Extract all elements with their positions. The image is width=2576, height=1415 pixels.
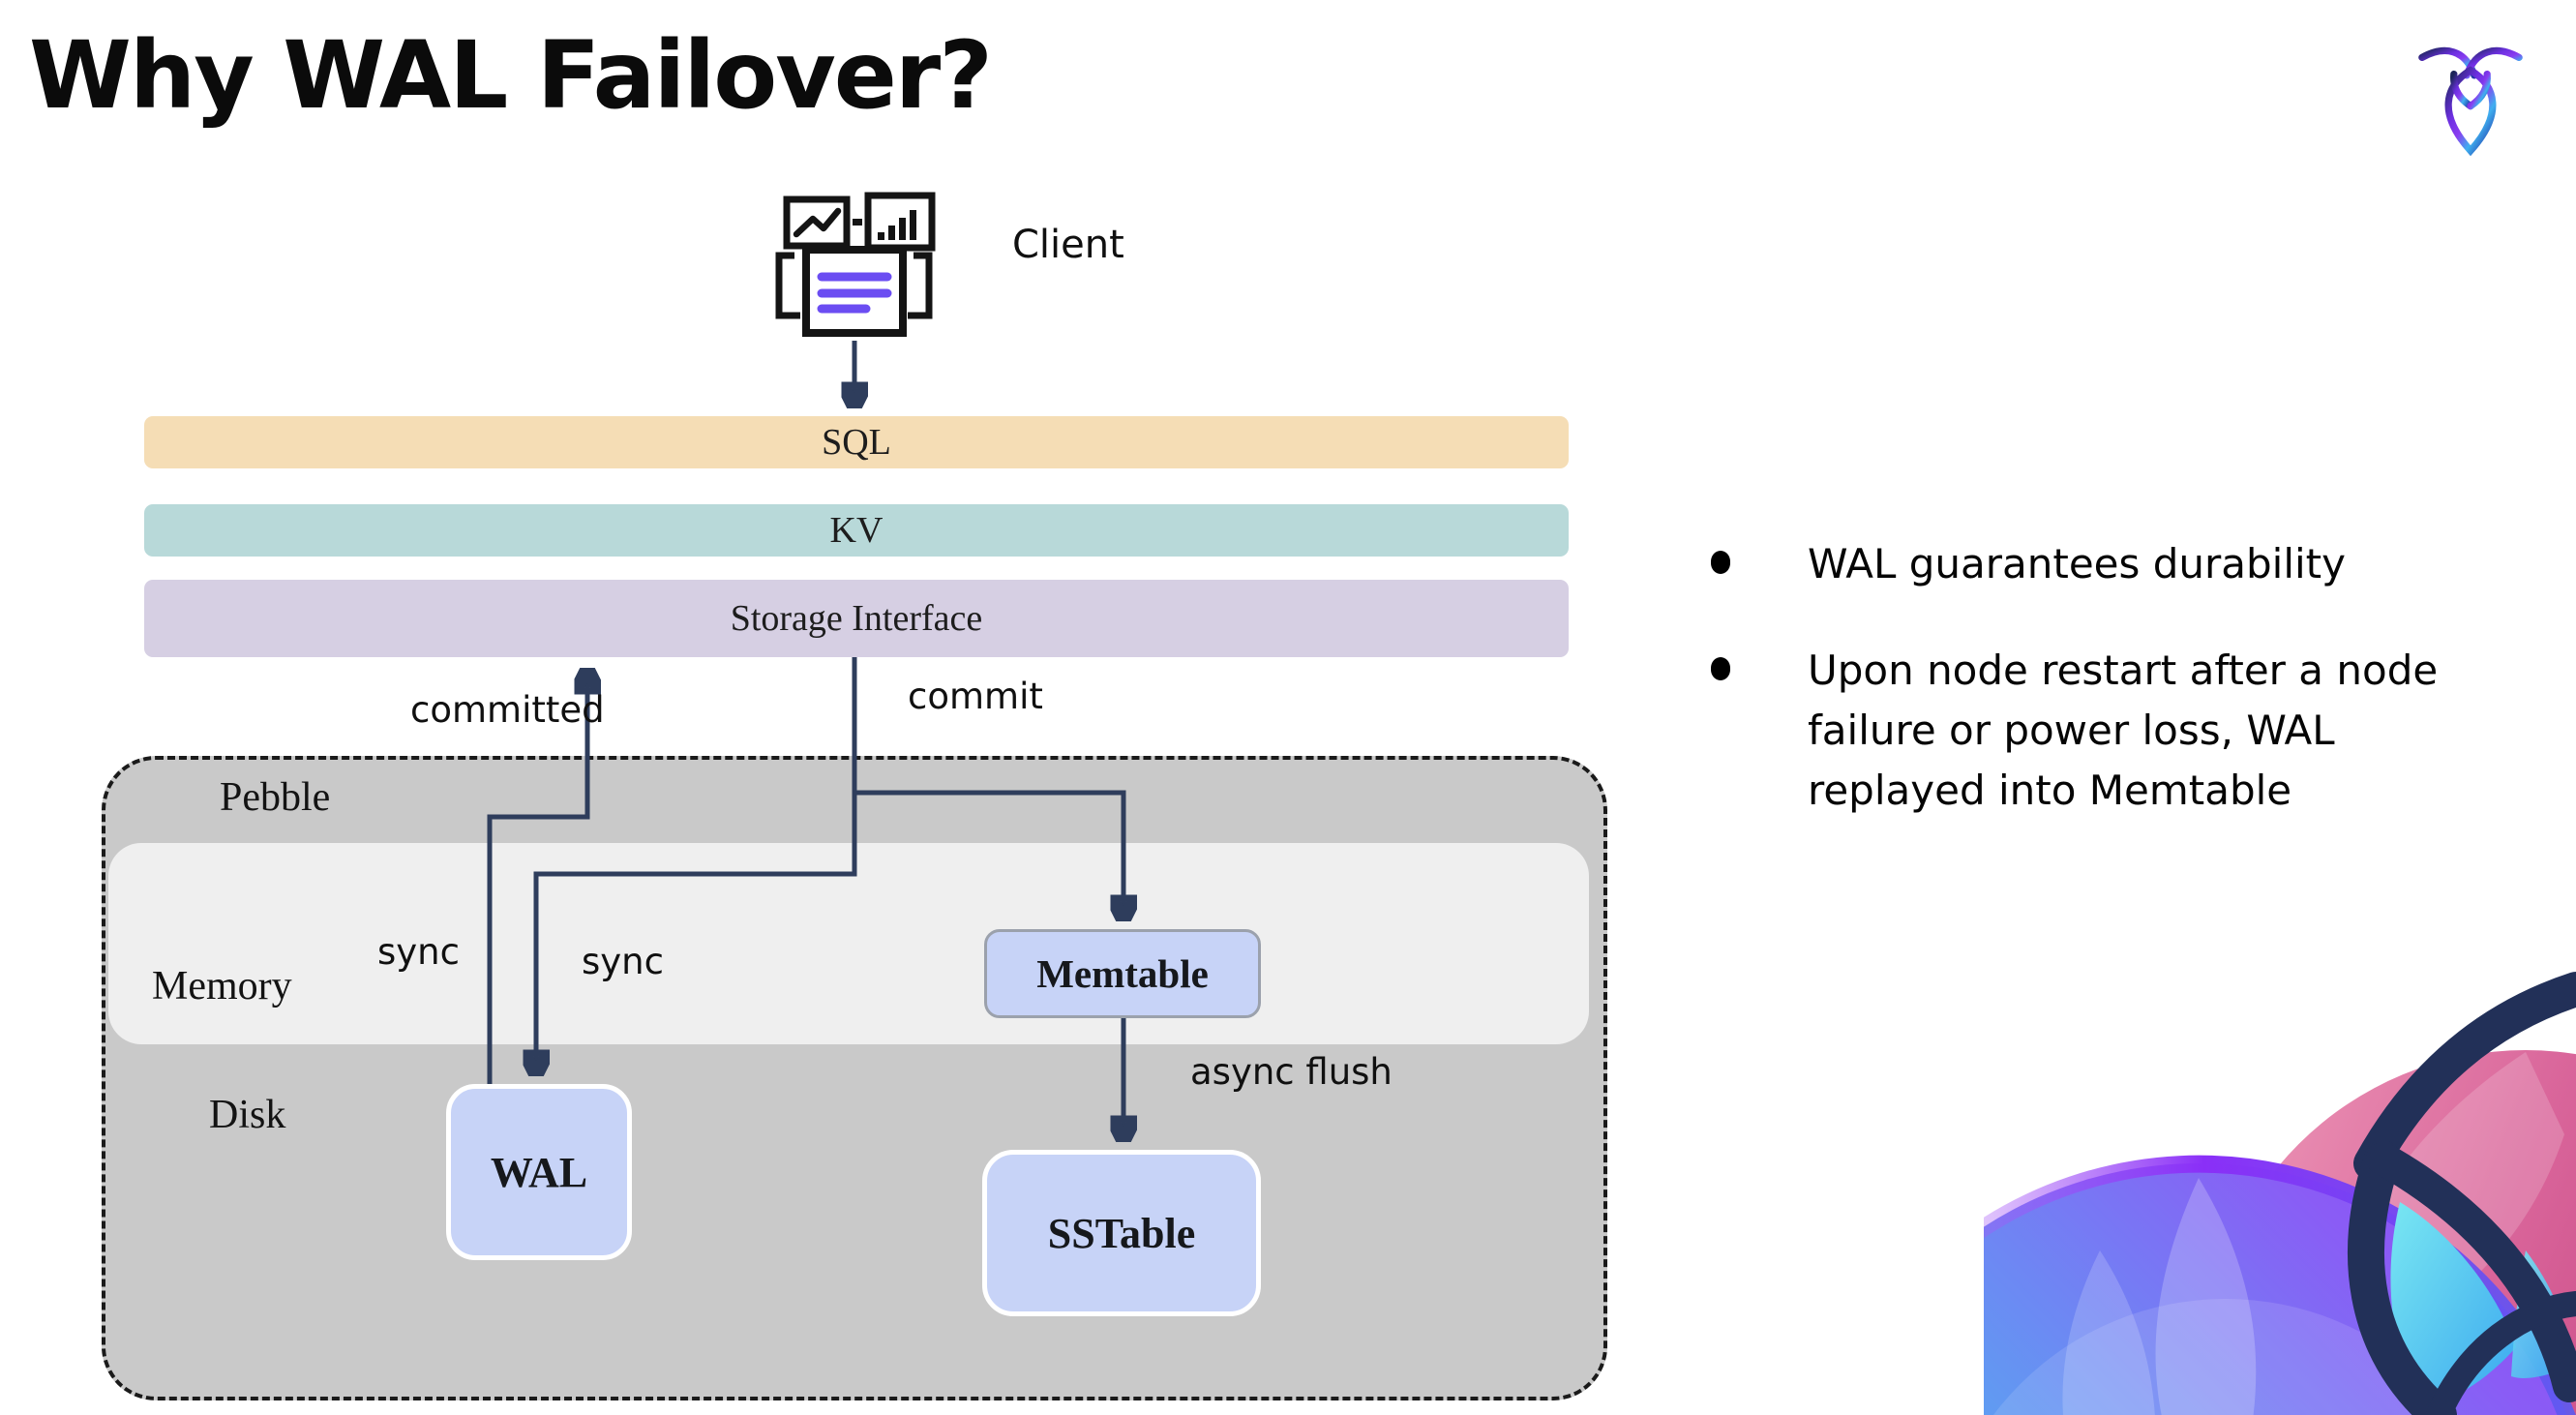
cockroachdb-logo-icon bbox=[2418, 46, 2523, 157]
bullet-text: Upon node restart after a node failure o… bbox=[1808, 647, 2439, 815]
page-title: Why WAL Failover? bbox=[29, 21, 993, 130]
bullet-icon bbox=[1711, 657, 1730, 681]
pebble-label: Pebble bbox=[220, 775, 331, 820]
client-label: Client bbox=[1012, 223, 1124, 267]
memory-zone bbox=[108, 843, 1589, 1044]
bullet-list: WAL guarantees durability Upon node rest… bbox=[1711, 534, 2514, 822]
commit-label: commit bbox=[908, 676, 1043, 717]
list-item: Upon node restart after a node failure o… bbox=[1711, 641, 2514, 821]
sync-label-left: sync bbox=[377, 931, 460, 973]
memory-label: Memory bbox=[152, 964, 292, 1009]
sync-label-right: sync bbox=[582, 941, 664, 982]
async-flush-label: async flush bbox=[1190, 1051, 1393, 1093]
disk-label: Disk bbox=[209, 1093, 286, 1137]
sstable-node: SSTable bbox=[982, 1150, 1261, 1316]
layer-sql: SQL bbox=[144, 416, 1569, 468]
committed-label: committed bbox=[410, 689, 605, 731]
brand-art-graphic bbox=[1984, 972, 2576, 1415]
memtable-node: Memtable bbox=[984, 929, 1261, 1018]
bullet-text: WAL guarantees durability bbox=[1808, 540, 2347, 587]
layer-kv: KV bbox=[144, 504, 1569, 557]
wal-node: WAL bbox=[446, 1084, 632, 1260]
client-icon bbox=[775, 192, 936, 337]
layer-storage-interface: Storage Interface bbox=[144, 580, 1569, 657]
list-item: WAL guarantees durability bbox=[1711, 534, 2514, 594]
bullet-icon bbox=[1711, 551, 1730, 574]
